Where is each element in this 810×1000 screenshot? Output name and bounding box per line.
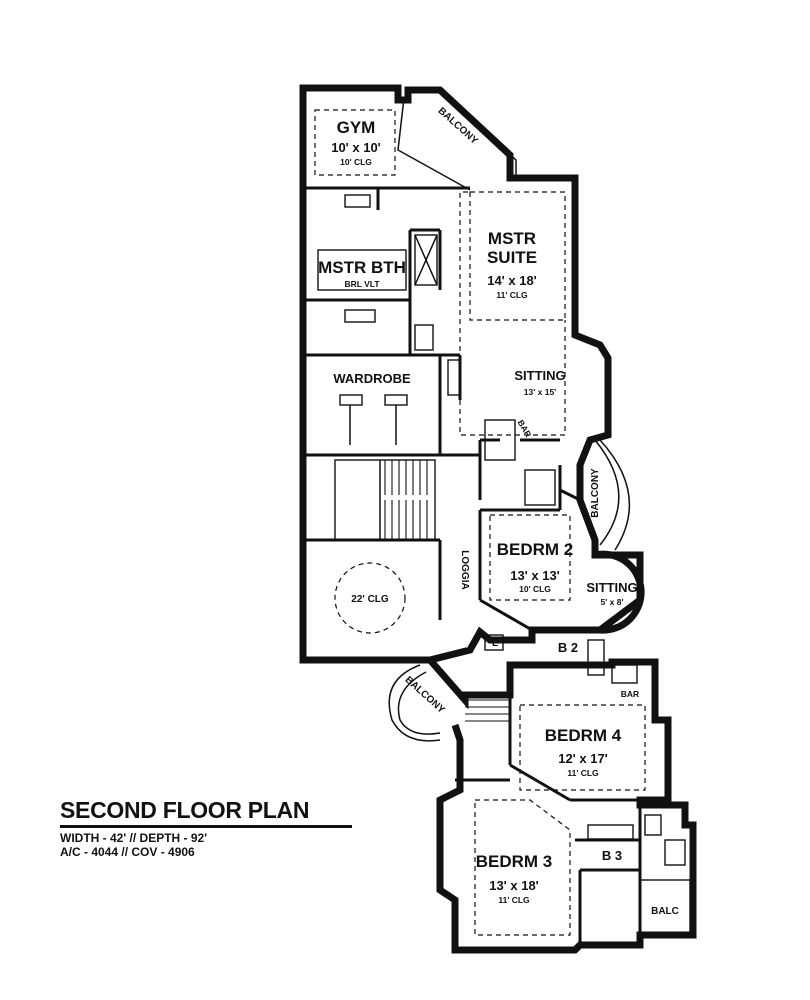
bedroom2-ceiling: 10' CLG — [519, 584, 551, 594]
gym-name: GYM — [337, 118, 376, 137]
sitting-bed2-size: 5' x 8' — [601, 597, 624, 607]
plan-title: SECOND FLOOR PLAN — [60, 797, 310, 823]
bath3-label: B 3 — [602, 848, 622, 863]
bedroom2-sitting-bay-wall — [594, 550, 645, 634]
sitting-bed2-name: SITTING — [586, 580, 637, 595]
ceiling-outlines — [314, 109, 646, 936]
balcony-top-label: BALCONY — [436, 106, 480, 147]
balc-small-label: BALC — [651, 906, 679, 917]
master-bath-name: MSTR BTH — [318, 258, 406, 277]
bedroom2-name: BEDRM 2 — [497, 540, 574, 559]
master-suite-name-2: SUITE — [487, 248, 537, 267]
linen-label: L — [492, 638, 498, 649]
plan-title-block: SECOND FLOOR PLAN WIDTH - 42' // DEPTH -… — [60, 796, 380, 859]
bedroom3-size: 13' x 18' — [489, 878, 539, 893]
sitting-master-size: 13' x 15' — [524, 387, 556, 397]
bedroom3-ceiling: 11' CLG — [498, 895, 530, 905]
bedroom4-name: BEDRM 4 — [545, 726, 622, 745]
bath2-label: B 2 — [558, 640, 578, 655]
gym-ceiling: 10' CLG — [340, 157, 372, 167]
master-bath-ceiling: BRL VLT — [344, 279, 380, 289]
balconies — [388, 91, 691, 936]
plan-dimensions: WIDTH - 42' // DEPTH - 92' — [60, 831, 208, 845]
plan-areas: A/C - 4044 // COV - 4906 — [60, 845, 195, 859]
gym-size: 10' x 10' — [331, 140, 381, 155]
bar-bed4-label: BAR — [621, 689, 639, 699]
bar-top-label: BAR — [516, 418, 534, 439]
exterior-wall-lower-wing — [427, 657, 697, 954]
balcony-right-label: BALCONY — [590, 468, 601, 518]
balcony-bottom-label: BALCONY — [403, 675, 447, 716]
title-underline — [60, 825, 352, 828]
interior-walls — [303, 186, 642, 945]
master-suite-name-1: MSTR — [488, 229, 536, 248]
sitting-master-name: SITTING — [514, 368, 565, 383]
wardrobe-name: WARDROBE — [333, 371, 411, 386]
staircase — [334, 459, 510, 722]
master-suite-size: 14' x 18' — [487, 273, 537, 288]
master-suite-ceiling: 11' CLG — [496, 290, 528, 300]
stair-hall-ceiling: 22' CLG — [351, 594, 389, 605]
bedroom2-size: 13' x 13' — [510, 568, 560, 583]
loggia-label: LOGGIA — [459, 550, 470, 589]
bedroom4-size: 12' x 17' — [558, 751, 608, 766]
fixtures — [317, 194, 686, 866]
bedroom4-ceiling: 11' CLG — [567, 768, 599, 778]
bedroom3-name: BEDRM 3 — [476, 852, 553, 871]
